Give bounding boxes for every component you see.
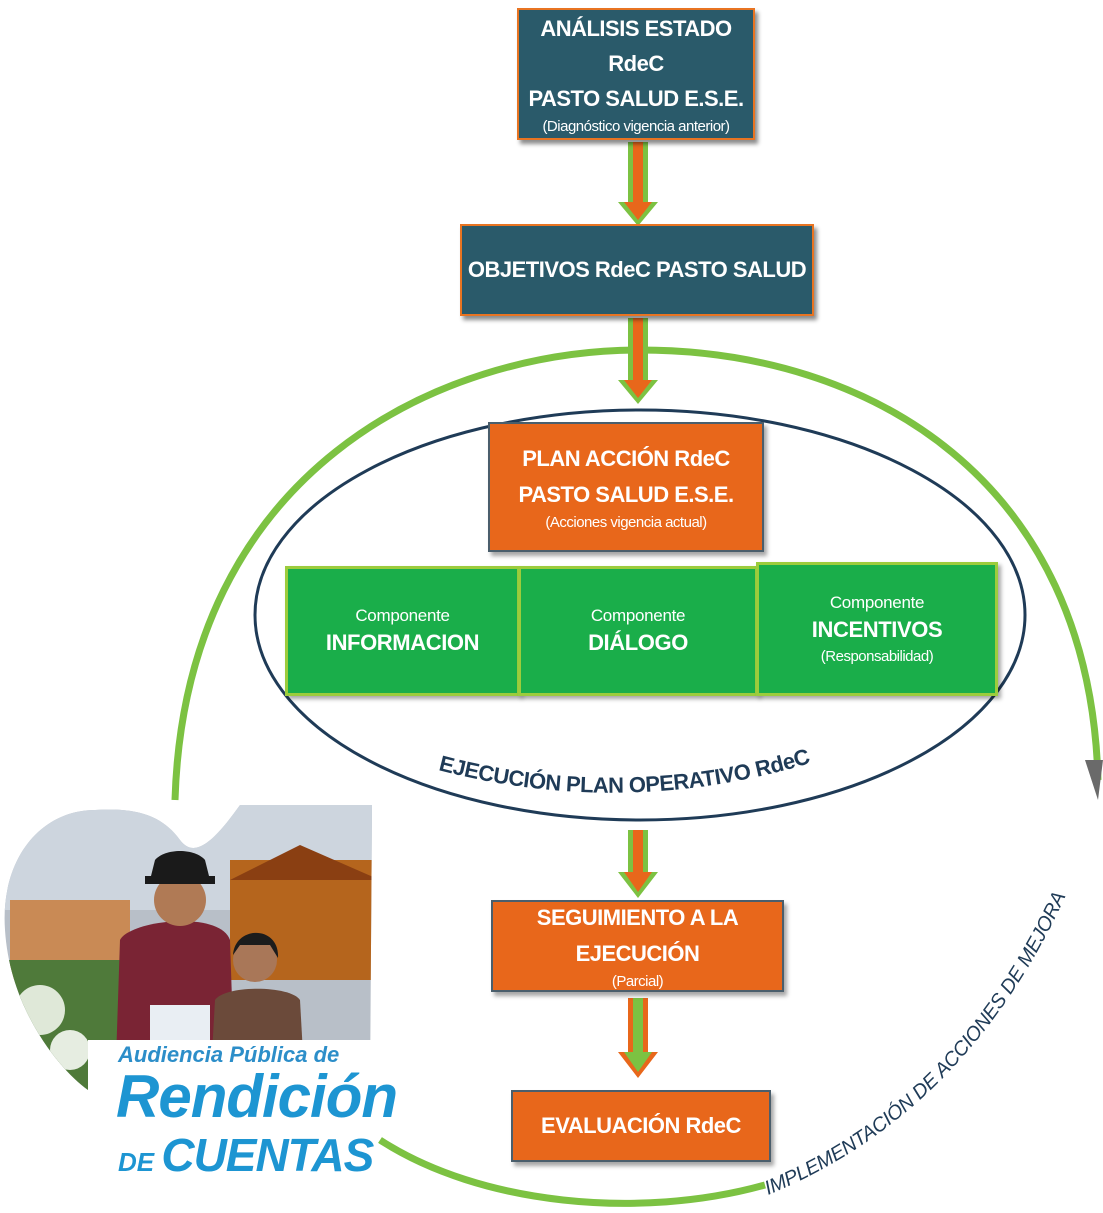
logo-cuentas-word: CUENTAS [161, 1129, 374, 1181]
evaluacion-box: EVALUACIÓN RdeC [511, 1090, 771, 1162]
component-name: INCENTIVOS [811, 617, 943, 643]
component-label: Componente [355, 605, 450, 625]
analisis-subtitle: PASTO SALUD E.S.E. [528, 86, 744, 112]
ejecucion-ellipse [253, 408, 1027, 822]
logo-de-text: DE [118, 1147, 162, 1177]
objetivos-box: OBJETIVOS RdeC PASTO SALUD [460, 224, 814, 316]
logo-cuentas-text: DE CUENTAS [118, 1128, 374, 1182]
component-name: DIÁLOGO [588, 630, 688, 656]
component-label: Componente [829, 592, 925, 612]
component-label: Componente [590, 605, 686, 625]
plan-subtitle: PASTO SALUD E.S.E. [518, 481, 734, 507]
seguimiento-note: (Parcial) [611, 972, 664, 990]
plan-title: PLAN ACCIÓN RdeC [522, 446, 730, 472]
objetivos-title: OBJETIVOS RdeC PASTO SALUD [467, 257, 807, 283]
component-name: INFORMACION [325, 630, 480, 656]
logo-rendicion-text: Rendición [116, 1063, 398, 1130]
analisis-box: ANÁLISIS ESTADO RdeC PASTO SALUD E.S.E. … [517, 8, 755, 140]
analisis-note: (Diagnóstico vigencia anterior) [542, 118, 730, 136]
loop-arrowhead [1085, 760, 1103, 800]
arrow-analisis-objetivos [618, 142, 658, 226]
arrow-seguimiento-evaluacion [618, 998, 658, 1078]
mejora-label: IMPLEMENTACIÓN DE ACCIONES DE MEJORA [761, 888, 1070, 1199]
component-dialogo: Componente DIÁLOGO [518, 566, 758, 696]
ejecucion-label: EJECUCIÓN PLAN OPERATIVO RdeC [437, 743, 813, 797]
logo-audiencia-text: Audiencia Pública de [118, 1042, 340, 1067]
arrow-ejecucion-seguimiento [618, 830, 658, 898]
plan-note: (Acciones vigencia actual) [545, 513, 707, 531]
plan-box: PLAN ACCIÓN RdeC PASTO SALUD E.S.E. (Acc… [488, 422, 764, 552]
analisis-title: ANÁLISIS ESTADO RdeC [540, 15, 732, 76]
evaluacion-title: EVALUACIÓN RdeC [541, 1113, 741, 1139]
component-sub: (Responsabilidad) [820, 647, 934, 665]
component-incentivos: Componente INCENTIVOS (Responsabilidad) [756, 562, 998, 696]
arrow-objetivos-plan [618, 318, 658, 404]
rendicion-logo: Audiencia Pública de Rendición DE CUENTA… [88, 1040, 398, 1181]
cycle-loop-bottom [378, 1137, 766, 1207]
seguimiento-box: SEGUIMIENTO A LA EJECUCIÓN (Parcial) [491, 900, 784, 992]
component-informacion: Componente INFORMACION [285, 566, 520, 696]
seguimiento-title: SEGUIMIENTO A LA EJECUCIÓN [536, 905, 739, 966]
